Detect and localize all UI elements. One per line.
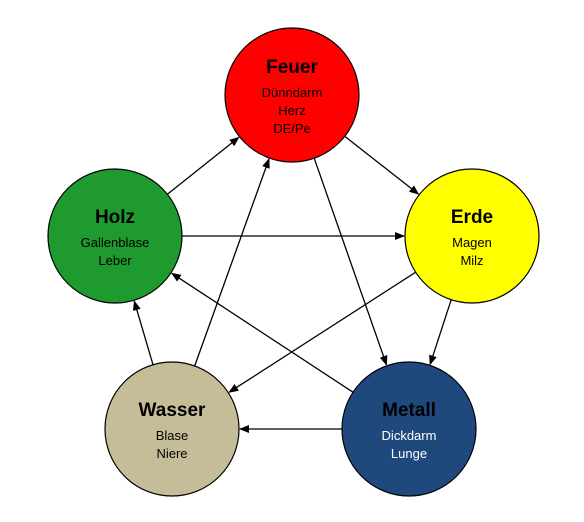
generating-arrow-wasser-to-holz [133,300,154,365]
element-name-holz: Holz [95,207,135,228]
element-line-holz-0: Gallenblase [81,235,150,250]
element-circle-wasser [104,361,240,497]
element-line-feuer-1: Herz [278,103,305,118]
element-name-wasser: Wasser [139,400,206,421]
element-line-metall-0: Dickdarm [382,428,437,443]
element-name-feuer: Feuer [266,57,318,78]
element-circle-holz [47,168,183,304]
element-circle-feuer [224,27,360,163]
element-line-wasser-0: Blase [156,428,189,443]
controlling-arrow-metall-to-holz [170,272,354,393]
nodes-layer: FeuerDünndarmHerzDE/PeErdeMagenMilzMetal… [47,27,540,497]
element-circle-metall [341,361,477,497]
arrows-layer [133,135,452,433]
controlling-arrow-wasser-to-feuer [194,158,270,367]
element-circle-erde [404,168,540,304]
element-name-metall: Metall [382,400,436,421]
element-line-erde-1: Milz [460,253,483,268]
controlling-arrow-erde-to-wasser [228,271,417,393]
element-line-erde-0: Magen [452,235,492,250]
element-line-feuer-0: Dünndarm [262,85,323,100]
generating-arrow-erde-to-metall [429,299,452,366]
generating-arrow-feuer-to-erde [344,135,420,195]
element-line-feuer-2: DE/Pe [273,121,311,136]
element-line-metall-1: Lunge [391,446,427,461]
element-line-holz-1: Leber [98,253,132,268]
generating-arrow-holz-to-feuer [166,136,240,195]
element-name-erde: Erde [451,207,493,228]
controlling-arrow-feuer-to-metall [313,157,388,366]
element-line-wasser-1: Niere [156,446,187,461]
